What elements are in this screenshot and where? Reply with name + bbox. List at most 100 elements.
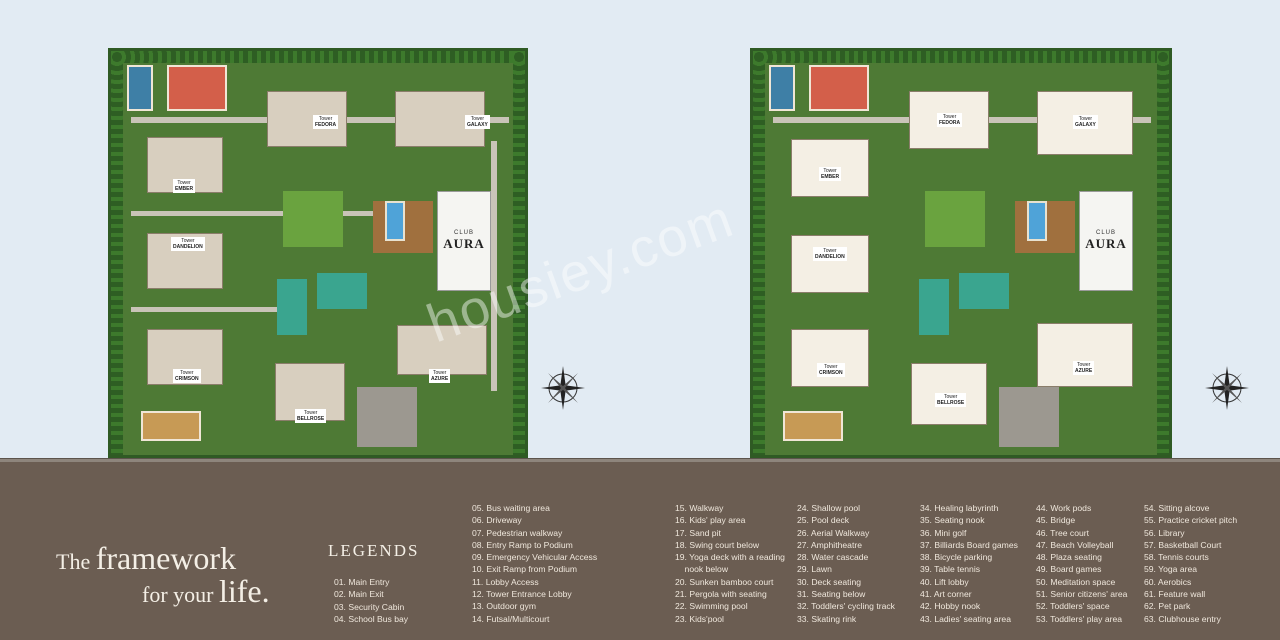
legend-item: 33. Skating rink xyxy=(797,613,857,624)
compass-rose-icon xyxy=(541,366,585,410)
legend-item: 48. Plaza seating xyxy=(1036,552,1102,563)
legend-item: 14. Futsal/Multicourt xyxy=(472,613,550,624)
tree-border-left xyxy=(111,51,123,455)
legend-item: 17. Sand pit xyxy=(675,527,721,538)
legend-item: 03. Security Cabin xyxy=(334,601,405,612)
clubhouse: CLUB AURA xyxy=(437,191,491,291)
tagline-the: The xyxy=(56,549,91,574)
legend-item: 01. Main Entry xyxy=(334,577,390,587)
legend-item: 58. Tennis courts xyxy=(1144,552,1209,563)
legend-item: 12. Tower Entrance Lobby xyxy=(472,589,572,600)
legend-item: 13. Outdoor gym xyxy=(472,601,537,612)
legend-item: 24. Shallow pool xyxy=(797,503,861,513)
legend-item: 02. Main Exit xyxy=(334,589,384,600)
legend-item: 06. Driveway xyxy=(472,515,522,526)
basketball-court xyxy=(769,65,795,111)
beach-volleyball xyxy=(783,411,843,441)
legend-item: 36. Mini golf xyxy=(920,527,967,538)
legend-item: 41. Art corner xyxy=(920,589,972,600)
legend-item: 61. Feature wall xyxy=(1144,589,1206,600)
legend-item: 55. Practice cricket pitch xyxy=(1144,515,1238,526)
legend-item: 56. Library xyxy=(1144,527,1185,538)
legend-item: 09. Emergency Vehicular Access xyxy=(472,552,598,563)
legend-item: 20. Sunken bamboo court xyxy=(675,576,774,587)
legend-item: 44. Work pods xyxy=(1036,503,1092,513)
legend-item: 16. Kids' play area xyxy=(675,515,746,526)
legend-item: 60. Aerobics xyxy=(1144,576,1192,587)
tree-border-right xyxy=(513,51,525,455)
legend-item: 42. Hobby nook xyxy=(920,601,981,612)
legend-item: 32. Toddlers' cycling track xyxy=(797,601,895,612)
tower-crimson xyxy=(791,329,869,387)
club-prefix: CLUB xyxy=(453,230,474,236)
legend-item: nook below xyxy=(675,564,729,575)
club-name: AURA xyxy=(443,236,485,251)
walkway xyxy=(131,211,391,216)
basketball-court xyxy=(127,65,153,111)
tower-crimson xyxy=(147,329,223,385)
lawn xyxy=(925,191,985,247)
legend-item: 08. Entry Ramp to Podium xyxy=(472,539,573,550)
legend-item: 63. Clubhouse entry xyxy=(1144,613,1221,624)
tagline-for-your: for your xyxy=(142,582,214,607)
legend-column-2: 05. Bus waiting area 06. Driveway 07. Pe… xyxy=(472,502,597,625)
legend-column-6: 44. Work pods 45. Bridge 46. Tree court … xyxy=(1036,502,1127,625)
legend-item: 07. Pedestrian walkway xyxy=(472,527,563,538)
swimming-pool xyxy=(385,201,405,241)
legend-item: 39. Table tennis xyxy=(920,564,981,575)
beach-volleyball xyxy=(141,411,201,441)
tennis-courts xyxy=(167,65,227,111)
legend-item: 11. Lobby Access xyxy=(472,576,539,587)
legend-item: 37. Billiards Board games xyxy=(920,539,1018,550)
legend-item: 25. Pool deck xyxy=(797,515,850,526)
driveway xyxy=(491,141,497,391)
tree-border-top xyxy=(111,51,525,63)
legend-item: 22. Swimming pool xyxy=(675,601,748,612)
lawn xyxy=(283,191,343,247)
legend-item: 15. Walkway xyxy=(675,503,724,513)
legend-item: 47. Beach Volleyball xyxy=(1036,539,1114,550)
legend-column-5: 34. Healing labyrinth 35. Seating nook 3… xyxy=(920,502,1018,625)
legend-column-3: 15. Walkway 16. Kids' play area 17. Sand… xyxy=(675,502,785,625)
tree-border-top xyxy=(753,51,1169,63)
legend-item: 27. Amphitheatre xyxy=(797,539,862,550)
legend-item: 59. Yoga area xyxy=(1144,564,1198,575)
legend-item: 35. Seating nook xyxy=(920,515,985,526)
kids-play-area xyxy=(317,273,367,309)
club-prefix: CLUB xyxy=(1095,230,1116,236)
tower-azure xyxy=(1037,323,1133,387)
legend-item: 50. Meditation space xyxy=(1036,576,1116,587)
legend-item: 46. Tree court xyxy=(1036,527,1090,538)
tagline-framework: framework xyxy=(95,540,237,576)
tree-border-right xyxy=(1157,51,1169,455)
tagline: The framework for your life. xyxy=(56,540,270,610)
legend-column-7: 54. Sitting alcove 55. Practice cricket … xyxy=(1144,502,1237,625)
legend-item: 26. Aerial Walkway xyxy=(797,527,870,538)
legend-item: 52. Toddlers' space xyxy=(1036,601,1110,612)
tree-border-left xyxy=(753,51,765,455)
legend-item: 10. Exit Ramp from Podium xyxy=(472,564,578,575)
entry-ramp xyxy=(357,387,417,447)
legend-panel xyxy=(0,462,1280,640)
tennis-courts xyxy=(809,65,869,111)
tower-azure xyxy=(397,325,487,375)
legend-item: 40. Lift lobby xyxy=(920,576,969,587)
futsal-court xyxy=(919,279,949,335)
legend-item: 21. Pergola with seating xyxy=(675,589,767,600)
legend-item: 31. Seating below xyxy=(797,589,866,600)
legend-item: 04. School Bus bay xyxy=(334,613,409,624)
tower-dandelion xyxy=(791,235,869,293)
legend-item: 30. Deck seating xyxy=(797,576,862,587)
